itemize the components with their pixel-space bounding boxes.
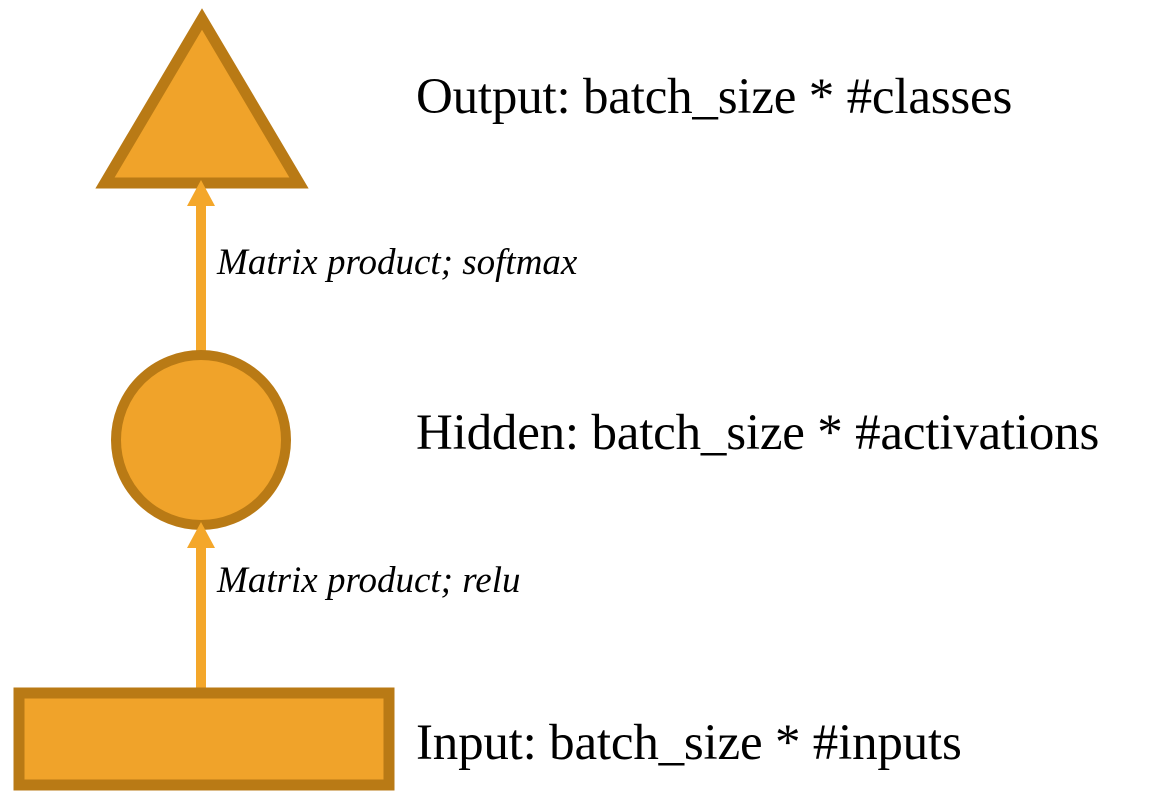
arrow-up-icon [187,522,215,692]
arrow-input-to-hidden [187,522,215,692]
edge-label-hidden-to-output: Matrix product; softmax [217,242,578,283]
rectangle-shape-input-node [13,687,395,791]
circle-shape [111,350,291,530]
arrow-up-icon [187,180,215,360]
input-node-label: Input: batch_size * #inputs [416,715,962,771]
circle-shape-hidden-node [111,350,291,530]
hidden-node-label: Hidden: batch_size * #activations [416,405,1100,461]
edge-label-input-to-hidden: Matrix product; relu [217,560,521,601]
triangle-shape-output-node [95,8,309,189]
triangle-shape [95,8,309,189]
rectangle-shape [13,687,395,791]
output-node-label: Output: batch_size * #classes [416,69,1013,125]
